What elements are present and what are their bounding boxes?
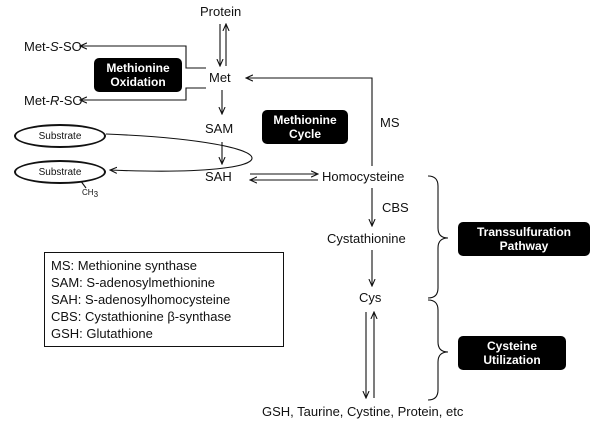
legend-item: MS: Methionine synthase (51, 258, 197, 273)
met-r-so-node: Met-R-SO (24, 93, 83, 108)
met-node: Met (209, 70, 231, 85)
ms-enzyme-label: MS (380, 115, 400, 130)
protein-node: Protein (200, 4, 242, 19)
cbs-enzyme-label: CBS (382, 200, 409, 215)
legend-item: SAH: S-adenosylhomocysteine (51, 292, 231, 307)
substrate-curve (105, 133, 253, 171)
homocysteine-node: Homocysteine (322, 169, 405, 184)
abbreviation-legend: MS: Methionine synthase SAM: S-adenosylm… (44, 252, 284, 347)
cys-node: Cys (359, 290, 382, 305)
utilization-bracket (427, 299, 449, 401)
legend-item: GSH: Glutathione (51, 326, 153, 341)
ms-line (246, 78, 373, 166)
products-node: GSH, Taurine, Cystine, Protein, etc (262, 404, 464, 419)
substrate-bottom: Substrate (14, 160, 106, 184)
sah-node: SAH (205, 169, 232, 184)
cystathionine-node: Cystathionine (327, 231, 406, 246)
methyl-label: CH3 (82, 188, 99, 199)
substrate-top: Substrate (14, 124, 106, 148)
legend-item: CBS: Cystathionine β-synthase (51, 309, 232, 324)
transsulfuration-bracket (427, 175, 449, 299)
oxidation-bracket-lower (80, 87, 206, 100)
sam-node: SAM (205, 121, 234, 136)
legend-item: SAM: S-adenosylmethionine (51, 275, 216, 290)
met-s-so-node: Met-S-SO (24, 39, 82, 54)
